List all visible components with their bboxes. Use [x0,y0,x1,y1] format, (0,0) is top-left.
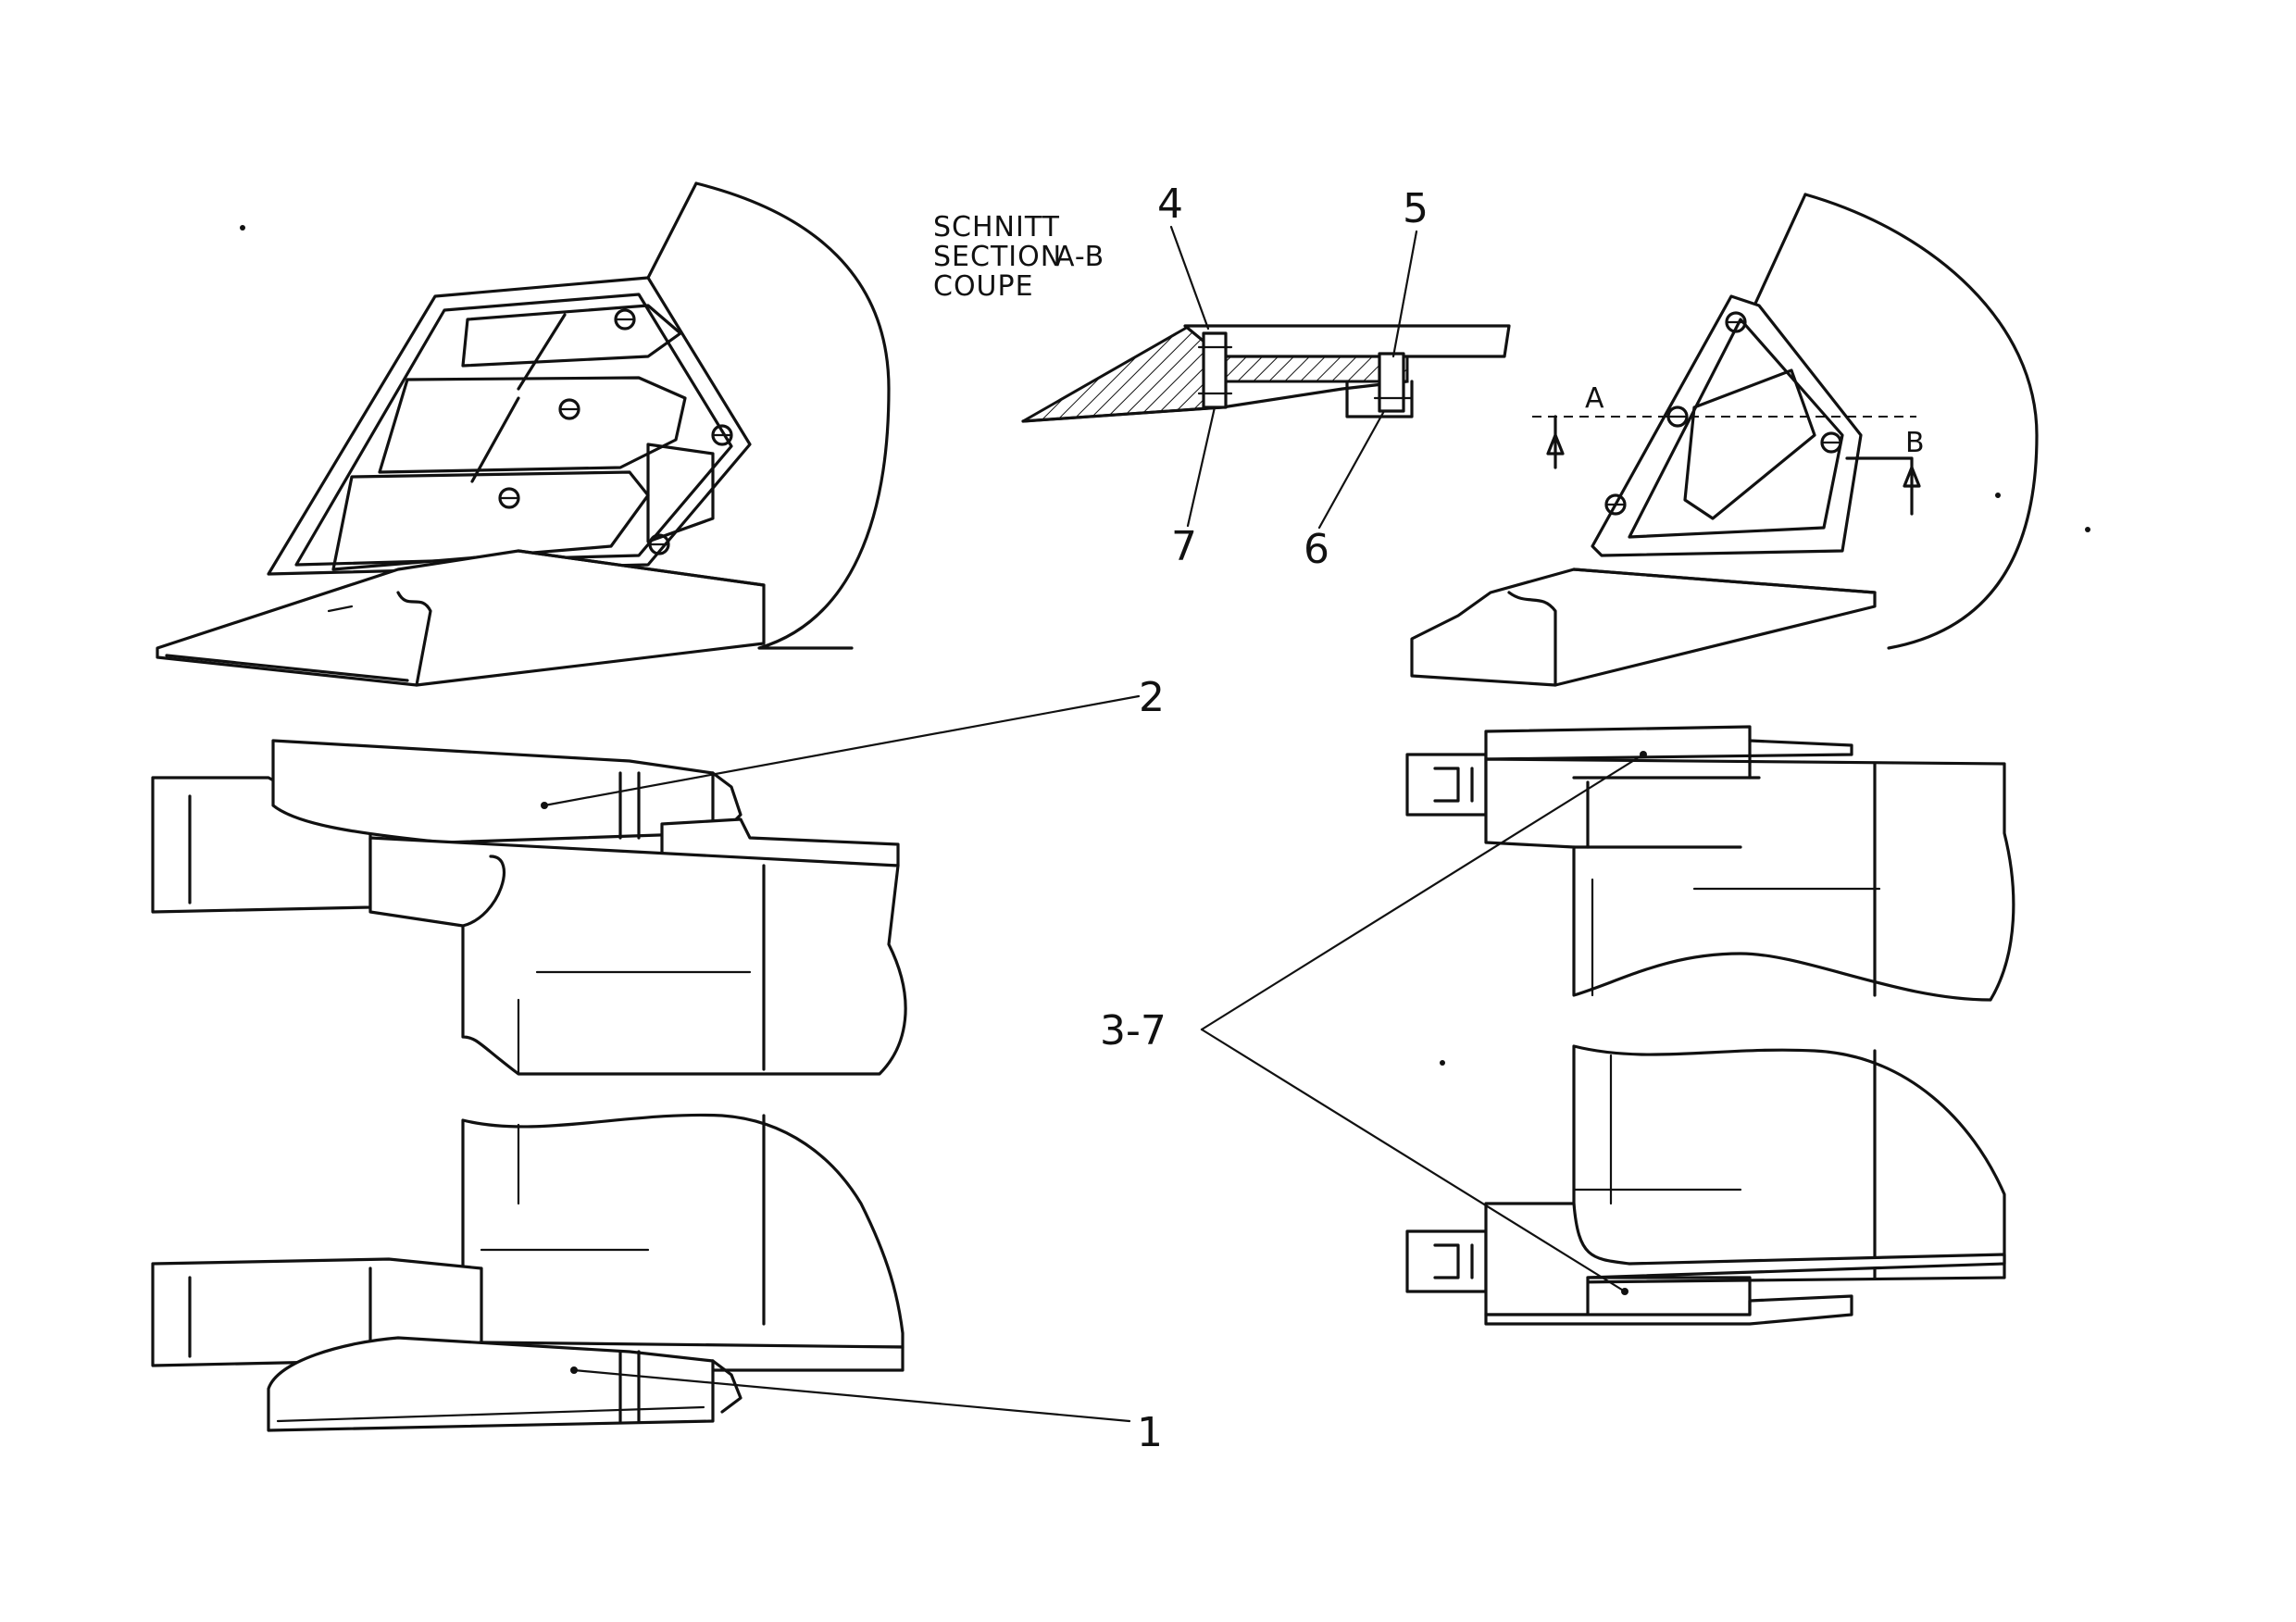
callout-3-7: 3-7 [1100,1007,1167,1054]
section-caption-line2: SECTION [933,241,1062,273]
callout-2: 2 [1139,674,1165,721]
section-a-b-view: SCHNITT SECTION COUPE A-B 4 5 7 6 [933,181,1511,573]
plan-view-right-lower [1405,1044,2006,1326]
callout-5: 5 [1403,185,1429,232]
side-view-right: A B [1410,193,2039,687]
section-mark-a: A [1585,382,1604,415]
callout-7: 7 [1171,523,1197,570]
side-view-left [156,181,891,687]
callout-6: 6 [1304,526,1329,573]
section-caption-line3: COUPE [933,270,1034,303]
callout-4: 4 [1157,181,1183,228]
plan-view-left-lower: 1 [151,1113,1163,1456]
plan-view-left-upper: 2 [151,674,1165,1076]
callout-3-7-group: 3-7 [1100,753,1645,1293]
plan-view-right-upper [1405,725,2015,1002]
callout-1: 1 [1137,1409,1163,1456]
section-caption-id: A-B [1055,241,1104,273]
section-caption-line1: SCHNITT [933,211,1060,243]
section-mark-b: B [1905,427,1925,459]
